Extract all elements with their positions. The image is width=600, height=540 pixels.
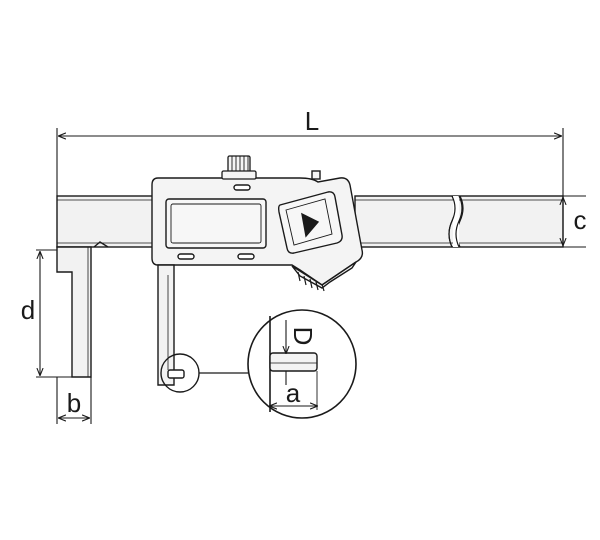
fixed-jaw-tip (93, 241, 109, 248)
top-tab (311, 170, 321, 180)
label-D: D (288, 327, 318, 346)
detail-tip (269, 352, 318, 372)
slot-bottom-right (237, 253, 255, 260)
play-triangle-icon (301, 212, 320, 238)
dimension-L (56, 128, 564, 196)
lcd-screen (165, 198, 267, 249)
dimension-d (36, 249, 72, 378)
label-a: a (286, 378, 301, 408)
sliding-jaw-tip (167, 369, 185, 379)
knurled-wheel-icon (221, 155, 257, 180)
beam (56, 195, 564, 248)
slider-head (151, 170, 364, 292)
dimension-b (56, 377, 92, 424)
fixed-jaw (56, 241, 109, 378)
beam-left-segment (56, 195, 154, 248)
thumb-grip (291, 261, 357, 292)
label-L: L (305, 106, 319, 136)
slot-top (233, 184, 251, 191)
dimension-c (563, 195, 586, 248)
sliding-jaw (157, 264, 185, 386)
label-b: b (67, 388, 81, 418)
slot-bottom-left (177, 253, 195, 260)
label-d: d (21, 295, 35, 325)
detail-view (247, 309, 357, 419)
label-c: c (574, 205, 587, 235)
